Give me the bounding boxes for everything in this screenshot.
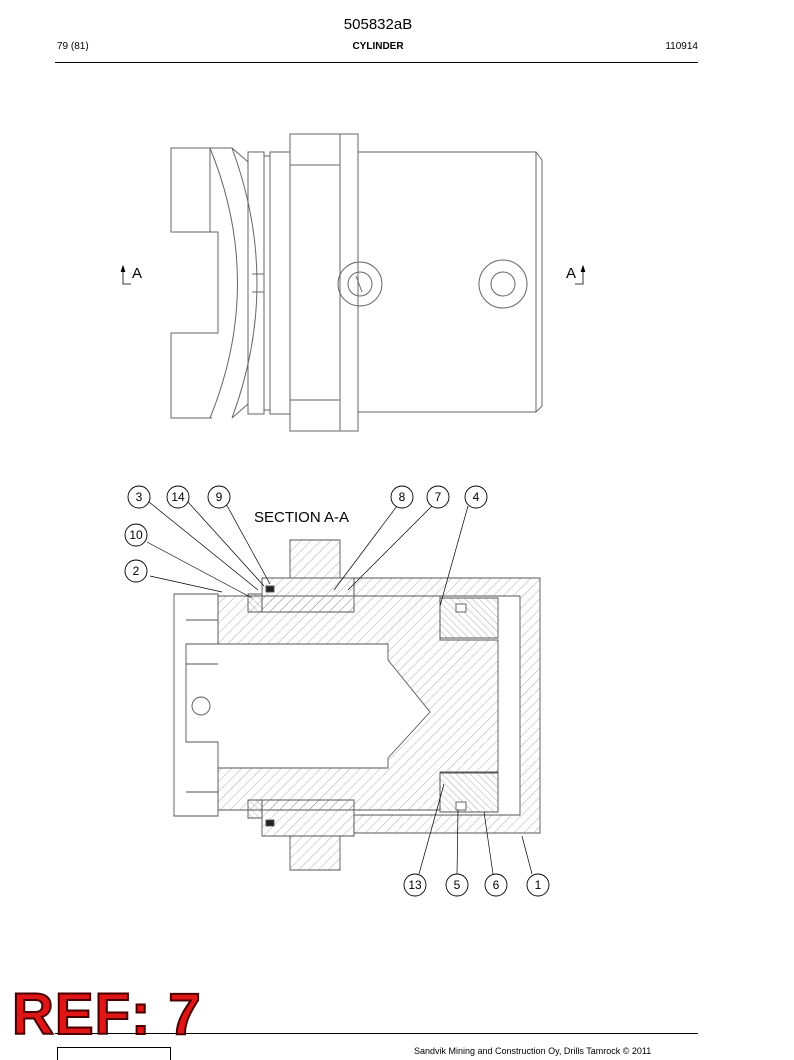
page-number: 79 (81) (57, 41, 89, 52)
callout-bubble (426, 485, 450, 509)
ref-stamp: REF: 7 (11, 982, 202, 1047)
section-title: SECTION A-A (254, 509, 349, 526)
callout-label: 3 (136, 490, 143, 504)
callout-label: 14 (171, 490, 185, 504)
callout-bubble (124, 523, 148, 547)
callout-bubble (484, 873, 508, 897)
callout-bubble (127, 485, 151, 509)
section-view (173, 539, 541, 871)
section-markers (120, 264, 586, 285)
callout-label: 6 (493, 878, 500, 892)
page-title: CYLINDER (352, 41, 404, 52)
doc-id: 505832aB (343, 16, 413, 33)
doc-code: 110914 (665, 41, 698, 52)
callout-label: 10 (129, 528, 143, 542)
callout-label: 5 (454, 878, 461, 892)
callout-label: 4 (473, 490, 480, 504)
callout-bubble (464, 485, 488, 509)
callout-bubble (207, 485, 231, 509)
callout-label: 7 (435, 490, 442, 504)
leader-lines (146, 501, 533, 875)
company-logo (57, 1047, 171, 1060)
footer-rule (55, 1033, 698, 1034)
footer-copyright: Sandvik Mining and Construction Oy, Dril… (414, 1046, 652, 1056)
claw-outline (170, 147, 211, 233)
callout-bubble (390, 485, 414, 509)
header-rule (55, 62, 698, 63)
callout-bubble (526, 873, 550, 897)
callout-bubble (445, 873, 469, 897)
callout-label: 1 (535, 878, 542, 892)
callout-label: 9 (216, 490, 223, 504)
callouts: 3 14 9 8 7 4 10 2 13 5 6 1 (124, 485, 550, 897)
callout-label: 13 (408, 878, 422, 892)
callout-label: 8 (399, 490, 406, 504)
section-marker-left: A (132, 265, 142, 282)
side-view (170, 133, 543, 432)
callout-bubble (166, 485, 190, 509)
section-marker-right: A (566, 265, 576, 282)
callout-bubble (124, 559, 148, 583)
callout-bubble (403, 873, 427, 897)
callout-label: 2 (133, 564, 140, 578)
